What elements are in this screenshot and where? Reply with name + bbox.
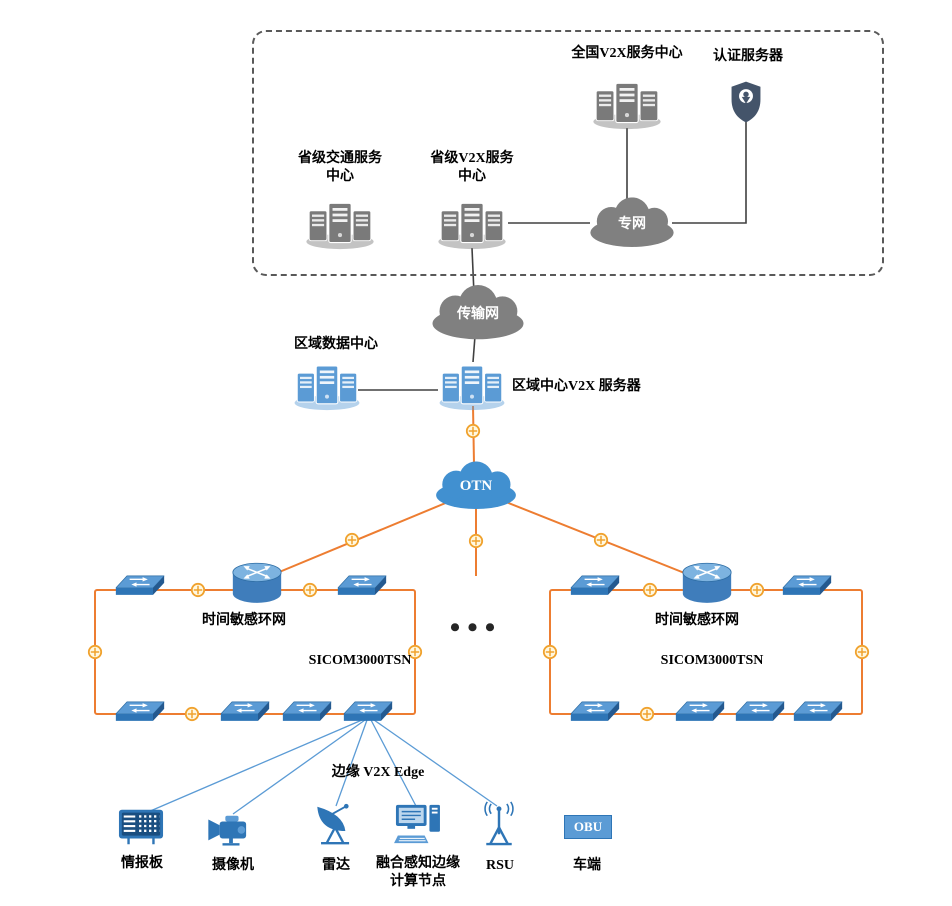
- edge-compute-label: 融合感知边缘 计算节点: [368, 855, 468, 891]
- provincial-v2x-center-label: 省级V2X服务 中心: [412, 150, 532, 186]
- tsn-switch-icon: [114, 701, 166, 727]
- label-line: 融合感知边缘: [376, 856, 460, 871]
- camera-icon: [206, 812, 256, 846]
- link-connector-icon: [542, 644, 558, 660]
- auth-server-shield-icon: [729, 80, 763, 124]
- tsn-ring-left-label: 时间敏感环网: [202, 613, 286, 628]
- tsn-switch-icon: [114, 575, 166, 601]
- regional-v2x-server-label: 区域中心V2X 服务器: [512, 379, 641, 394]
- camera-label: 摄像机: [212, 858, 254, 873]
- national-v2x-center-label: 全国V2X服务中心: [571, 46, 683, 61]
- tsn-switch-icon: [674, 701, 726, 727]
- label-line: 中心: [458, 169, 486, 185]
- link-connector-icon: [465, 423, 481, 439]
- label-line: 省级交通服务: [298, 151, 382, 166]
- rsu-antenna-icon: [479, 801, 519, 846]
- vehicle-side-label: 车端: [573, 858, 601, 873]
- label-line: 中心: [326, 169, 354, 185]
- vms-label: 情报板: [121, 856, 163, 871]
- link-connector-icon: [344, 532, 360, 548]
- link-connector-icon: [468, 533, 484, 549]
- label-line: 计算节点: [390, 874, 446, 890]
- tsn-switch-icon: [734, 701, 786, 727]
- tsn-switch-icon: [781, 575, 833, 601]
- provincial-traffic-center-label: 省级交通服务 中心: [280, 150, 400, 186]
- tsn-switch-icon: [342, 701, 394, 727]
- provincial-v2x-server-icon: [434, 194, 510, 250]
- link-connector-icon: [184, 706, 200, 722]
- tsn-switch-icon: [336, 575, 388, 601]
- tsn-ring-right-label: 时间敏感环网: [655, 613, 739, 628]
- private-network-cloud: 专网: [584, 197, 680, 249]
- link-connector-icon: [87, 644, 103, 660]
- tsn-switch-icon: [792, 701, 844, 727]
- radar-label: 雷达: [322, 858, 350, 873]
- otn-cloud: OTN: [430, 460, 522, 512]
- label-line: 省级V2X服务: [430, 151, 514, 166]
- otn-label: OTN: [459, 477, 493, 494]
- rsu-label: RSU: [485, 858, 514, 873]
- auth-server-label: 认证服务器: [713, 49, 783, 64]
- link-connector-icon: [639, 706, 655, 722]
- link-connector-icon: [642, 582, 658, 598]
- tsn-switch-icon: [219, 701, 271, 727]
- regional-data-center-server-icon: [289, 357, 365, 411]
- private-network-label: 专网: [618, 217, 646, 232]
- radar-icon: [313, 803, 359, 846]
- tsn-switch-icon: [569, 575, 621, 601]
- regional-data-center-label: 区域数据中心: [294, 337, 378, 352]
- tsn-ring-left-model-label: SICOM3000TSN: [308, 653, 412, 668]
- transport-network-cloud: 传输网: [424, 285, 532, 341]
- link-connector-icon: [190, 582, 206, 598]
- provincial-traffic-server-icon: [302, 194, 378, 250]
- link-connector-icon: [854, 644, 870, 660]
- platform-links: [358, 122, 747, 391]
- link-connector-icon: [302, 582, 318, 598]
- cloud-platform-boundary: [252, 30, 884, 276]
- tsn-switch-icon: [569, 701, 621, 727]
- ring-router-icon: [678, 561, 736, 607]
- v2x-edge-label: 边缘 V2X Edge: [331, 765, 425, 780]
- ring-router-icon: [228, 561, 286, 607]
- vms-board-icon: [118, 806, 164, 846]
- edge-compute-icon: [392, 803, 442, 847]
- transport-network-label: 传输网: [457, 307, 499, 322]
- device-links: [147, 719, 498, 815]
- more-rings-ellipsis: •••: [449, 611, 503, 644]
- regional-v2x-server-icon: [434, 357, 510, 411]
- tsn-switch-icon: [281, 701, 333, 727]
- link-connector-icon: [593, 532, 609, 548]
- obu-unit: OBU: [564, 815, 612, 839]
- link-connector-icon: [749, 582, 765, 598]
- national-v2x-server-icon: [589, 74, 665, 130]
- tsn-ring-right-model-label: SICOM3000TSN: [660, 653, 764, 668]
